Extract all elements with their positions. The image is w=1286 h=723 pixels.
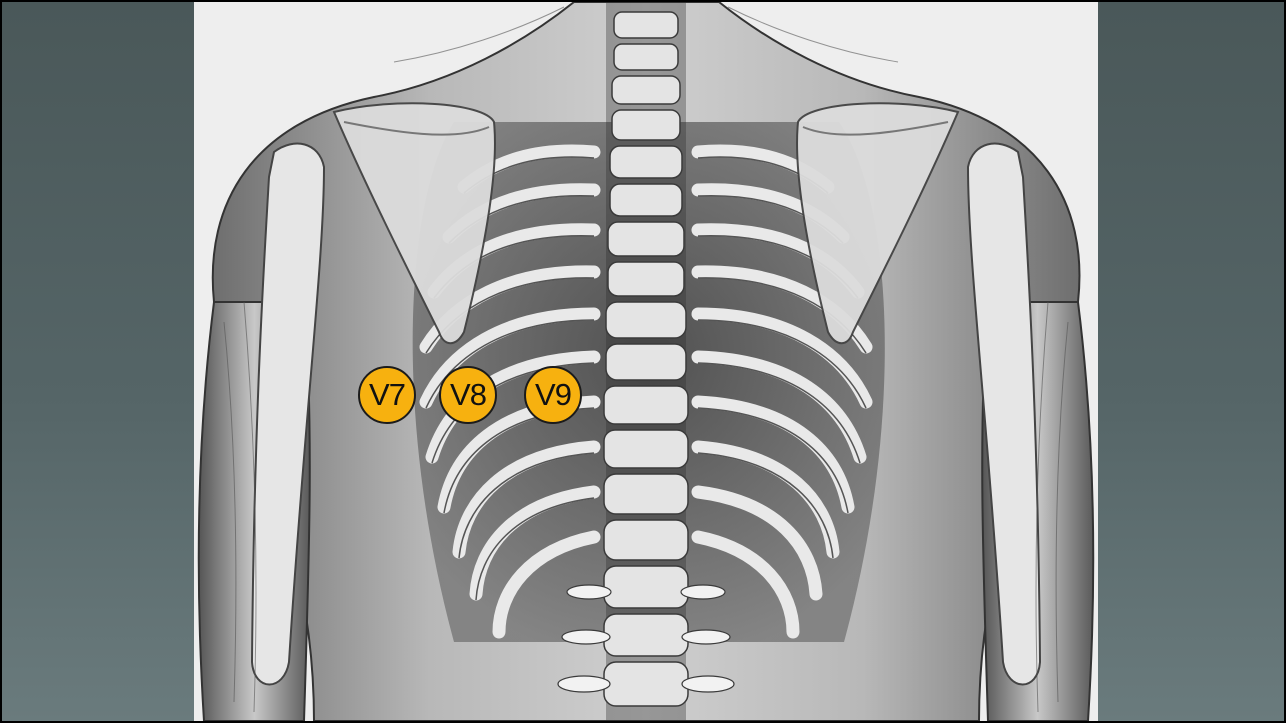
lead-label: V7 [369,377,405,413]
back-anatomy-illustration [194,2,1098,721]
lead-label: V9 [535,377,571,413]
lead-label: V8 [450,377,486,413]
anatomy-drawing [194,2,1098,721]
lead-marker-v7: V7 [358,366,416,424]
lead-marker-v9: V9 [524,366,582,424]
lead-marker-v8: V8 [439,366,497,424]
